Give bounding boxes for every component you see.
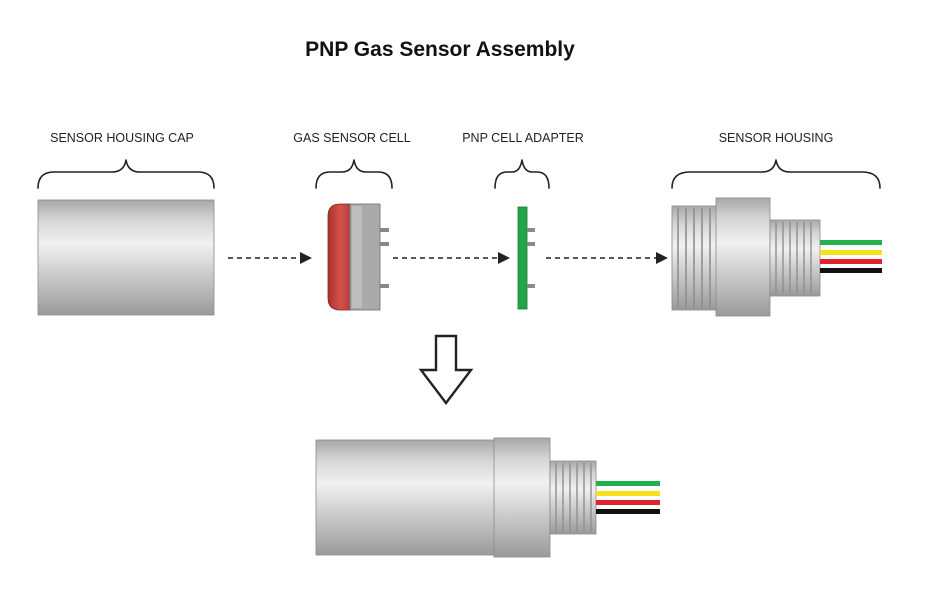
wire-yellow (820, 250, 882, 255)
pnp-cell-adapter (517, 206, 535, 310)
brace-cell (315, 159, 393, 189)
wire-green (820, 240, 882, 245)
brace-adapter (494, 159, 550, 189)
wire-black (820, 268, 882, 273)
sensor-housing (671, 197, 882, 317)
label-pnp-cell-adapter: PNP CELL ADAPTER (462, 131, 584, 145)
label-gas-sensor-cell: GAS SENSOR CELL (293, 131, 410, 145)
label-sensor-housing: SENSOR HOUSING (719, 131, 834, 145)
diagram-title: PNP Gas Sensor Assembly (305, 38, 575, 61)
wire-red (820, 259, 882, 264)
dashed-arrow-cap-to-cell (228, 252, 312, 264)
dashed-arrow-adapter-to-housing (546, 252, 668, 264)
label-sensor-housing-cap: SENSOR HOUSING CAP (50, 131, 194, 145)
down-arrow-icon (418, 334, 474, 405)
dashed-arrow-cell-to-adapter (393, 252, 510, 264)
gas-sensor-cell (327, 203, 389, 311)
sensor-housing-cap (37, 199, 215, 316)
brace-cap (37, 159, 215, 189)
brace-housing (671, 159, 881, 189)
assembled-sensor (315, 437, 660, 558)
